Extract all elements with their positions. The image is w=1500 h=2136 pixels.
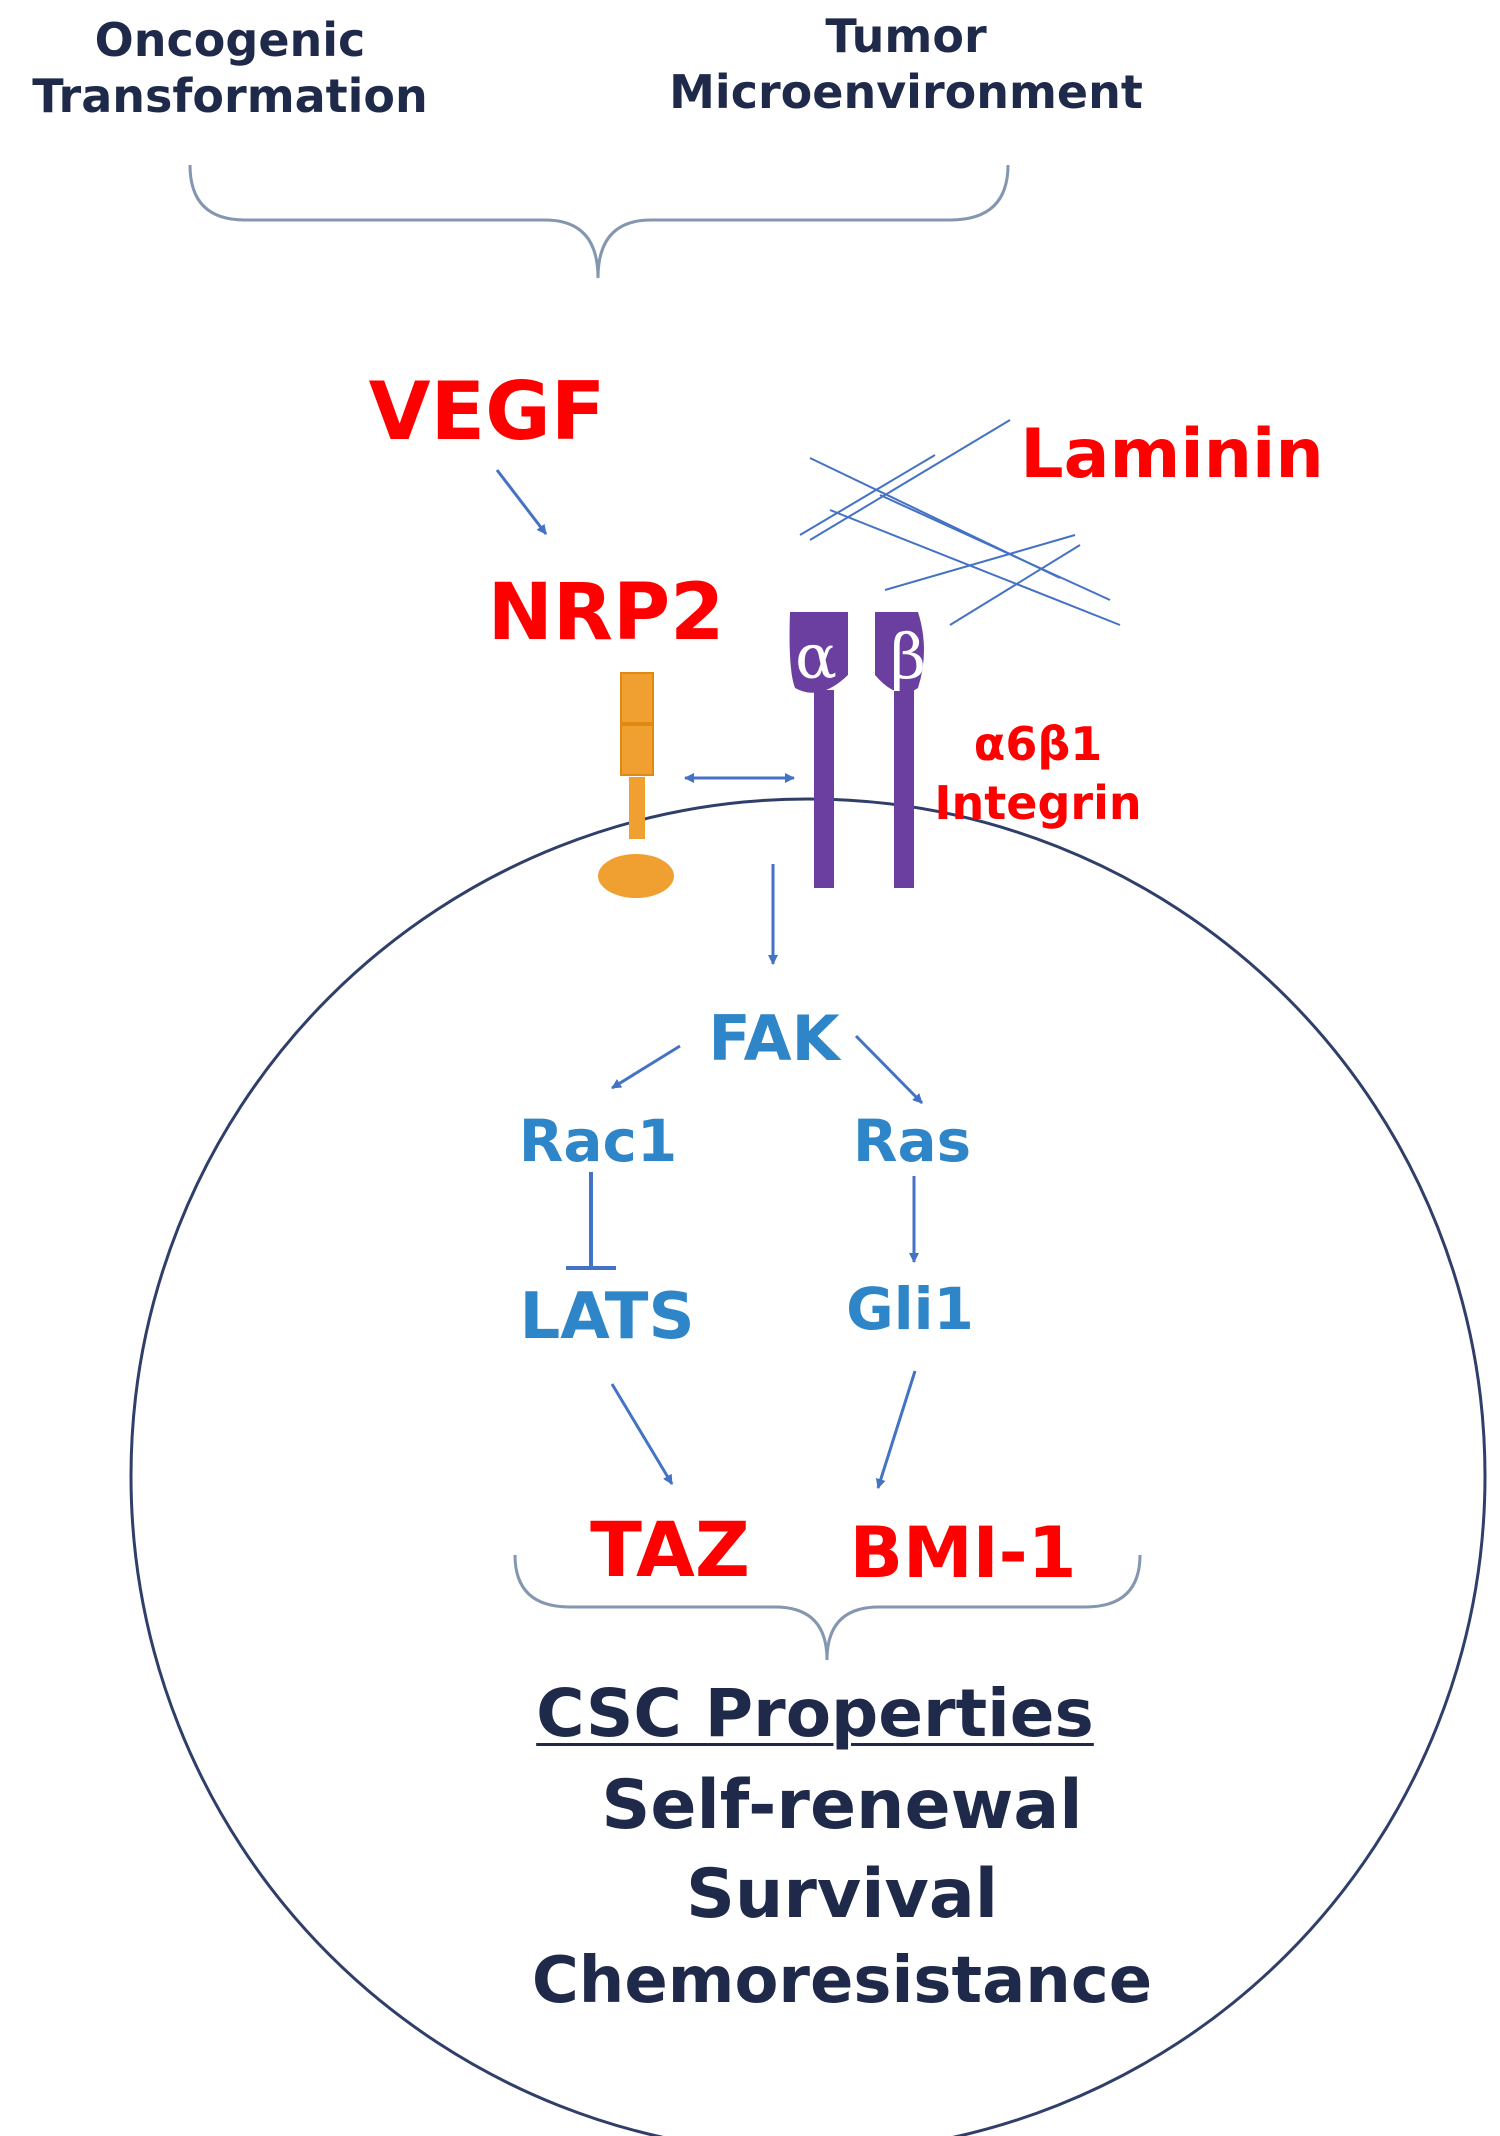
beta-symbol: β bbox=[890, 620, 926, 693]
arrow-gli1-to-bmi1 bbox=[875, 1370, 917, 1489]
nrp2-receptor bbox=[598, 672, 674, 898]
rac1-node: Rac1 bbox=[518, 1107, 678, 1175]
arrow-vegf-to-nrp2 bbox=[495, 469, 548, 535]
tumor-microenvironment-label: Tumor Microenvironment bbox=[669, 9, 1143, 120]
laminin-label: Laminin bbox=[1020, 415, 1324, 494]
lats-node: LATS bbox=[519, 1280, 695, 1354]
laminin-mesh bbox=[799, 419, 1121, 626]
csc-properties-title: CSC Properties bbox=[536, 1675, 1094, 1752]
csc-property-item: Self-renewal bbox=[601, 1766, 1083, 1845]
taz-label: TAZ bbox=[590, 1505, 750, 1594]
bmi1-label: BMI-1 bbox=[849, 1512, 1077, 1594]
top-bracket bbox=[188, 164, 1010, 279]
ras-node: Ras bbox=[852, 1107, 972, 1175]
integrin-alpha-subunit bbox=[789, 612, 848, 888]
alpha-symbol: α bbox=[795, 620, 837, 693]
oncogenic-transformation-label: Oncogenic Transformation bbox=[32, 13, 428, 124]
bottom-bracket bbox=[513, 1554, 1142, 1661]
inhibition-rac1-lats bbox=[566, 1172, 616, 1270]
integrin-label: α6β1 Integrin bbox=[934, 717, 1142, 830]
fak-node: FAK bbox=[708, 1002, 840, 1075]
nrp2-label: NRP2 bbox=[487, 568, 725, 658]
cell-circle bbox=[129, 797, 1487, 2136]
arrow-lats-to-taz bbox=[610, 1383, 674, 1485]
integrin-beta-subunit bbox=[875, 612, 924, 888]
arrow-fak-to-ras bbox=[854, 1034, 924, 1105]
vegf-label: VEGF bbox=[368, 365, 606, 458]
gli1-node: Gli1 bbox=[846, 1275, 974, 1343]
arrow-fak-to-rac1 bbox=[611, 1044, 681, 1090]
csc-property-item: Survival bbox=[685, 1855, 999, 1934]
csc-property-item: Chemoresistance bbox=[531, 1944, 1153, 2018]
